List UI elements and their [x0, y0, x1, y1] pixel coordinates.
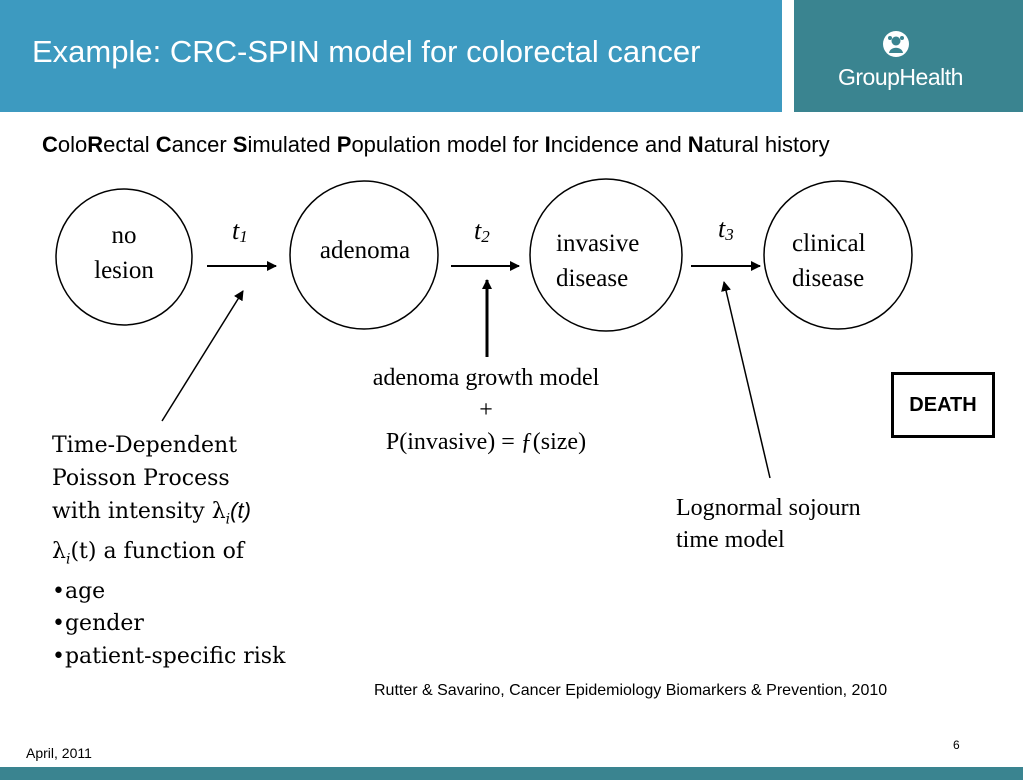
intensity-subscript: i — [225, 511, 231, 528]
growth-note-line: + — [479, 397, 493, 423]
subtitle-bold-0: C — [42, 132, 58, 157]
sojourn-time-note: Lognormal sojourn time model — [676, 492, 861, 556]
state-label-line: no — [111, 222, 137, 249]
subtitle-bold-3: S — [232, 132, 248, 157]
death-state-box: DEATH — [891, 372, 995, 438]
subtitle-rest-2: ancer — [171, 132, 233, 157]
growth-note-line: adenoma growth model — [372, 365, 600, 391]
subtitle-rest-5: ncidence and — [550, 132, 688, 157]
subtitle-rest-6: atural history — [703, 132, 830, 157]
state-label-line: lesion — [94, 257, 154, 284]
lambda-subscript: i — [65, 551, 71, 568]
transition-label-t1: t1 — [232, 216, 248, 247]
bullet-item: •patient-specific risk — [52, 643, 286, 669]
state-circle-adenoma — [289, 180, 439, 330]
slide-title: Example: CRC-SPIN model for colorectal c… — [32, 34, 701, 69]
transition-label-base: t — [718, 214, 726, 243]
model-acronym-subtitle: ColoRectal Cancer Simulated Population m… — [42, 132, 830, 158]
header-banner: Example: CRC-SPIN model for colorectal c… — [0, 0, 782, 112]
state-label-adenoma: adenoma — [302, 233, 428, 268]
subtitle-rest-1: ectal — [103, 132, 156, 157]
bullet-item: •age — [52, 578, 106, 604]
state-label-line: disease — [792, 265, 865, 292]
state-label-line: invasive — [556, 230, 640, 257]
grouphealth-emblem-icon — [883, 31, 909, 57]
transition-label-t3: t3 — [718, 214, 734, 245]
subtitle-bold-5: I — [544, 132, 551, 157]
state-label-clinical-disease: clinical disease — [792, 226, 866, 296]
state-circle-no-lesion — [55, 188, 193, 326]
poisson-note-line: λi(t) a function of — [52, 536, 285, 576]
footer-bar — [0, 767, 1023, 780]
transition-label-sub: 1 — [239, 227, 248, 246]
transition-label-sub: 2 — [481, 227, 490, 246]
transition-label-base: t — [232, 216, 240, 245]
state-label-invasive-disease: invasive disease — [556, 226, 639, 296]
state-label-line: clinical — [792, 230, 866, 257]
growth-note-line: P(invasive) = ƒ(size) — [385, 429, 587, 455]
citation: Rutter & Savarino, Cancer Epidemiology B… — [374, 682, 888, 699]
transition-label-t2: t2 — [474, 216, 490, 247]
page-number: 6 — [953, 738, 960, 752]
subtitle-bold-2: C — [155, 132, 172, 157]
slide-date: April, 2011 — [26, 745, 92, 761]
death-label: DEATH — [909, 393, 977, 416]
lambda-prefix: λ — [52, 538, 66, 564]
sojourn-pointer-arrow — [721, 281, 771, 479]
poisson-note-line: Time-Dependent — [52, 433, 238, 458]
poisson-note-line: Poisson Process — [52, 465, 230, 491]
state-circle-clinical-disease — [763, 180, 913, 330]
state-label-line: adenoma — [319, 237, 411, 264]
lambda-suffix: (t) a function of — [70, 538, 245, 564]
subtitle-bold-6: N — [687, 132, 704, 157]
transition-label-sub: 3 — [725, 225, 734, 244]
state-circle-invasive-disease — [529, 178, 683, 332]
intensity-suffix: (t) — [230, 498, 251, 523]
poisson-note-line: with intensity λi(t) — [52, 495, 285, 536]
logo-wordmark: GroupHealth — [838, 64, 963, 90]
poisson-pointer-arrow — [161, 290, 244, 422]
bullet-item: •gender — [52, 611, 144, 637]
subtitle-bold-1: R — [87, 132, 104, 157]
sojourn-note-line: Lognormal sojourn — [676, 495, 861, 521]
intensity-prefix: with intensity λ — [52, 499, 226, 524]
adenoma-growth-note: adenoma growth model + P(invasive) = ƒ(s… — [330, 362, 642, 458]
transition-label-base: t — [474, 216, 482, 245]
state-label-no-lesion: no lesion — [84, 218, 164, 288]
subtitle-rest-3: imulated — [247, 132, 337, 157]
sojourn-note-line: time model — [676, 527, 785, 553]
subtitle-bold-4: P — [336, 132, 352, 157]
state-label-line: disease — [556, 265, 629, 292]
logo-panel: GroupHealth — [794, 0, 1023, 112]
subtitle-rest-4: opulation model for — [351, 132, 545, 157]
poisson-process-note: Time-Dependent Poisson Process with inte… — [52, 430, 285, 673]
subtitle-rest-0: olo — [57, 132, 88, 157]
